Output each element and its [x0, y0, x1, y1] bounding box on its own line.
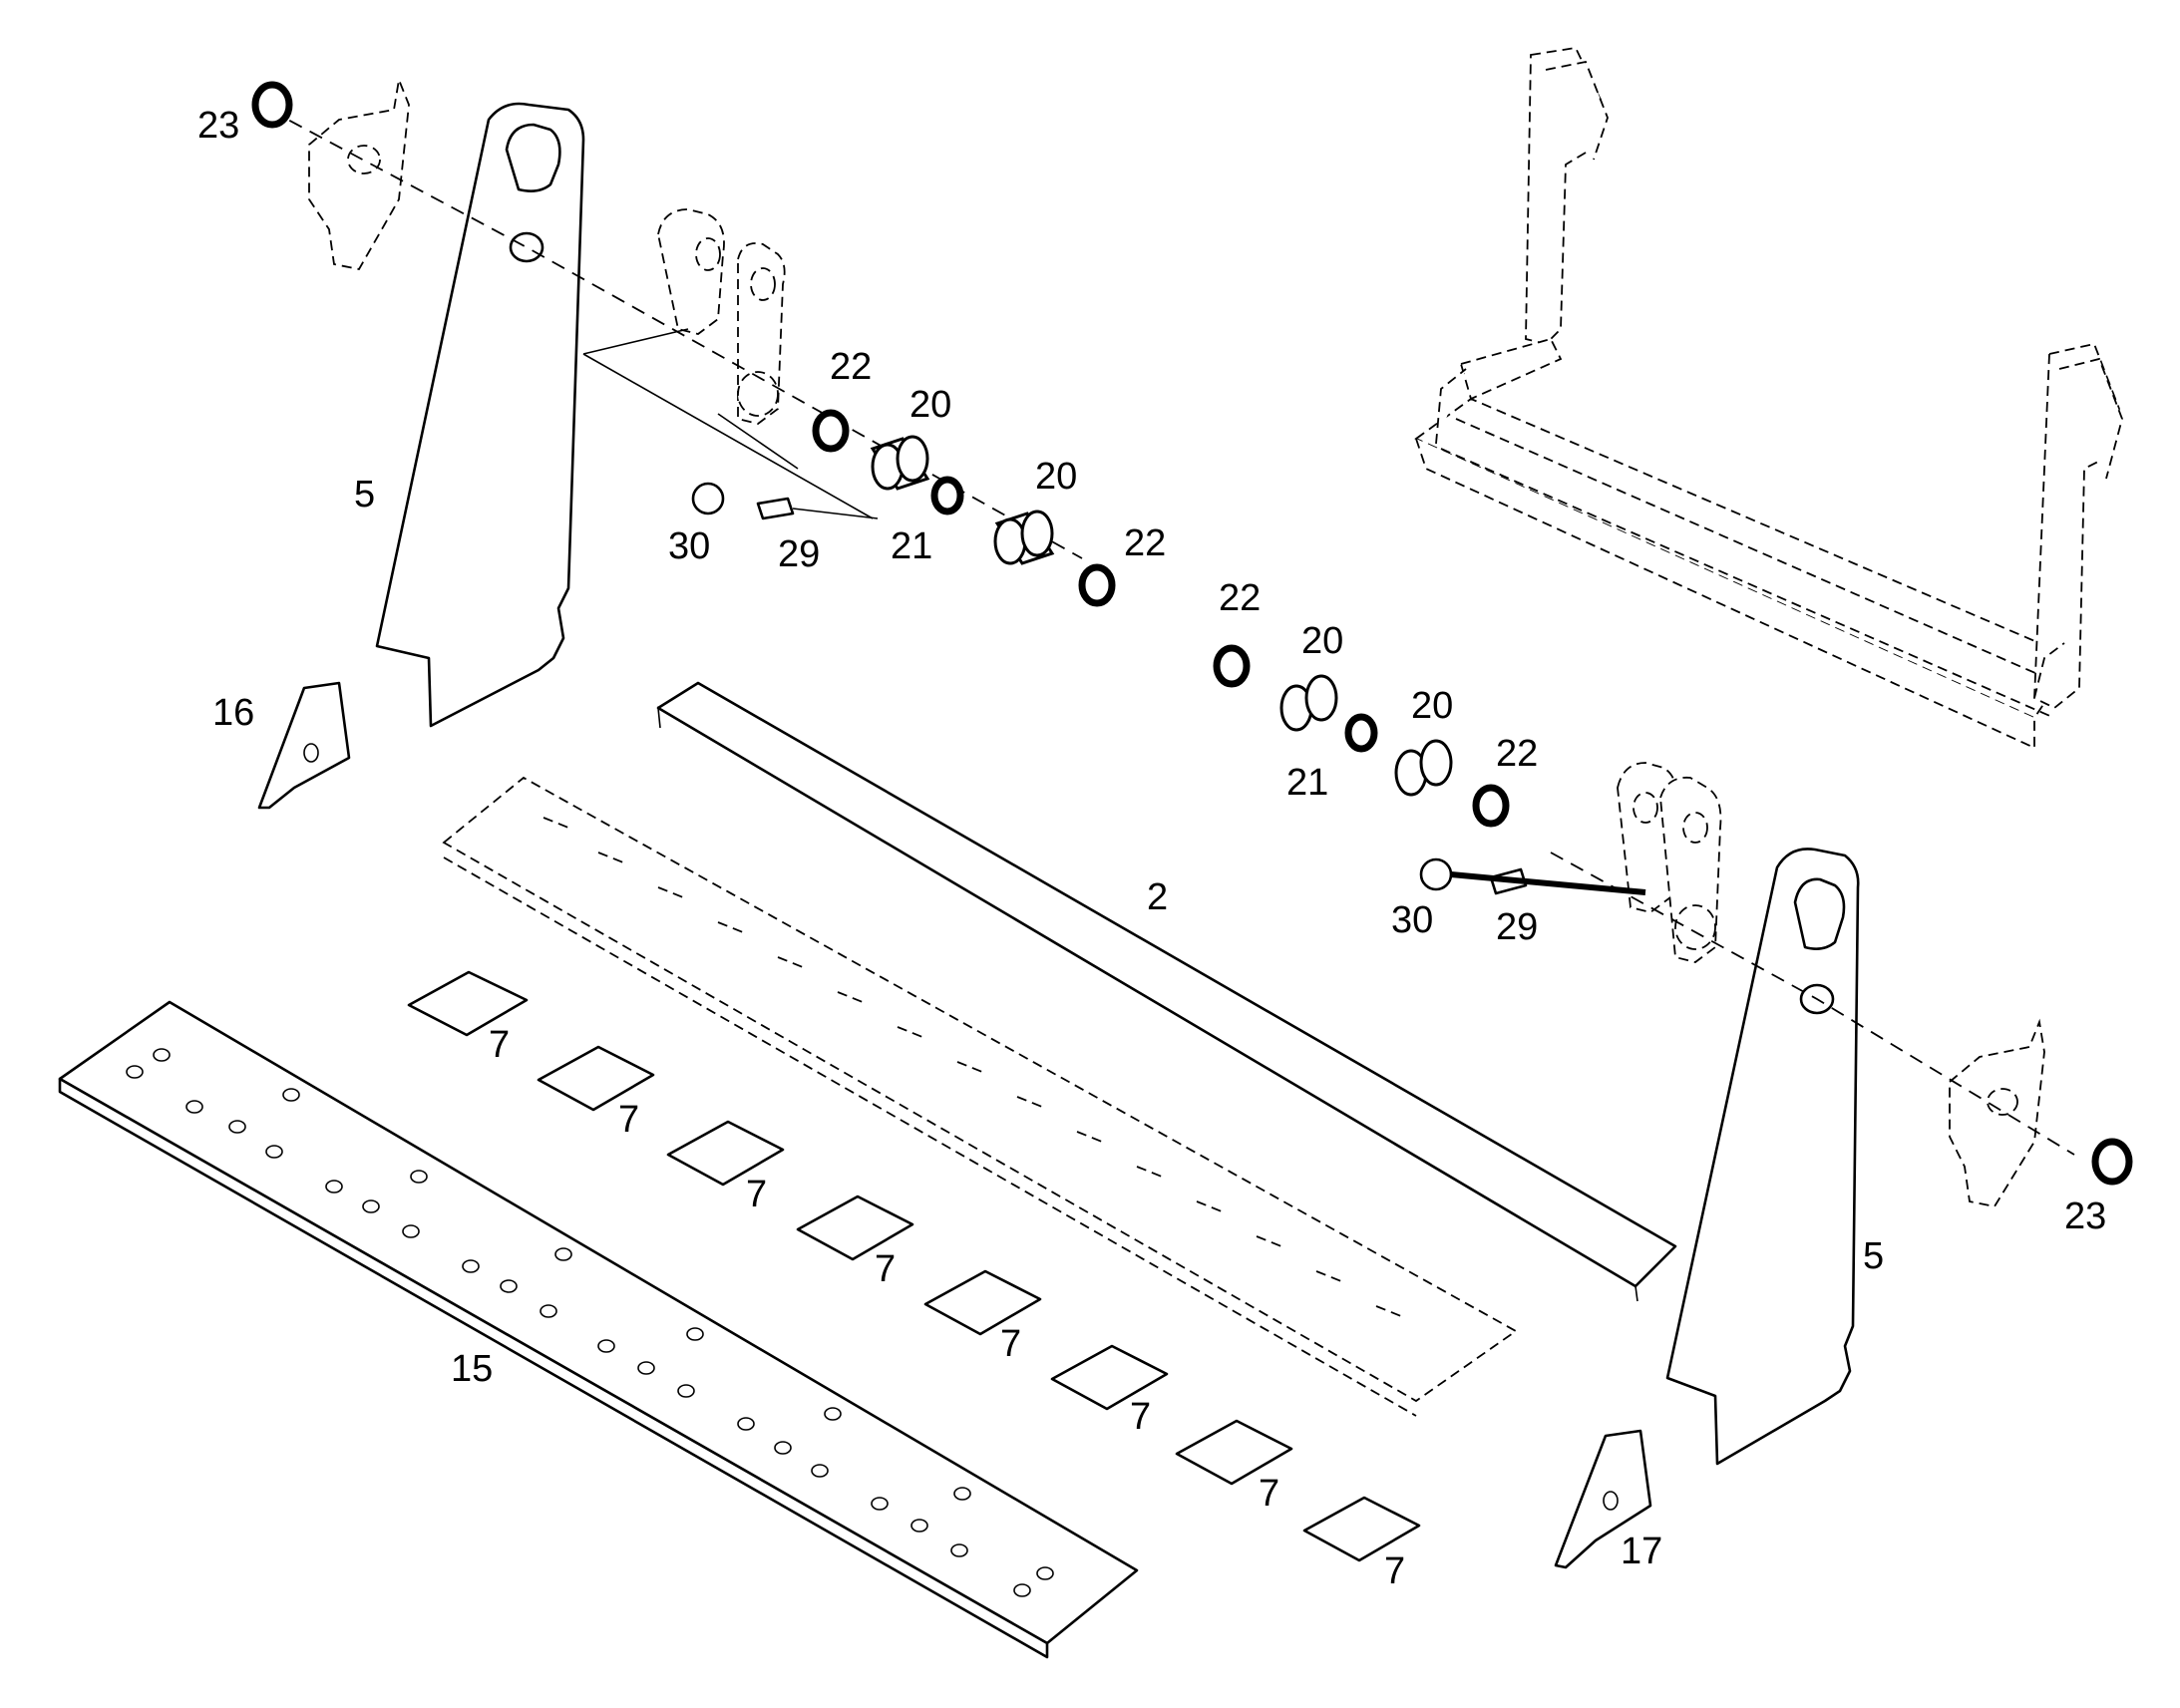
- side-plate-left: [375, 102, 585, 728]
- cross-bar-2: [656, 681, 1677, 1302]
- callout-7-h: 7: [1384, 1550, 1405, 1592]
- pin-parts-right: [1213, 644, 1646, 895]
- callout-labels: 23 5 22 20 30 29 21 20 22 16 22 20 20 21…: [197, 105, 2106, 1592]
- cutting-edge-15: [58, 1000, 1139, 1659]
- bracket-ghost-right: [1949, 1018, 2045, 1208]
- callout-23-right: 23: [2064, 1196, 2106, 1237]
- callout-22-d: 22: [1496, 733, 1538, 775]
- callout-30-left: 30: [668, 525, 710, 567]
- wear-pads-7: [407, 970, 1421, 1562]
- gusset-17: [1554, 1429, 1652, 1569]
- callout-7-d: 7: [875, 1248, 896, 1290]
- callout-15: 15: [451, 1348, 493, 1390]
- callout-17: 17: [1621, 1531, 1662, 1572]
- callout-21-right: 21: [1286, 762, 1328, 804]
- callout-20-d: 20: [1411, 685, 1453, 727]
- bracket-ghost-left: [308, 76, 410, 271]
- callout-20-b: 20: [1035, 456, 1077, 498]
- callout-16: 16: [212, 692, 254, 734]
- gusset-16: [257, 681, 351, 810]
- callout-2: 2: [1147, 876, 1168, 918]
- clevis-ghost-left: [657, 208, 786, 425]
- callout-22-c: 22: [1219, 577, 1261, 619]
- callout-7-f: 7: [1130, 1396, 1151, 1438]
- callout-30-right: 30: [1391, 899, 1433, 941]
- clevis-ghost-right: [1617, 762, 1722, 963]
- callout-21-left: 21: [891, 525, 932, 567]
- callout-22-b: 22: [1124, 522, 1166, 564]
- callout-29-left: 29: [778, 533, 820, 575]
- callout-5-left: 5: [354, 474, 375, 515]
- bucket-frame-ghost: [1414, 47, 2123, 750]
- bearing-rings-23: [251, 81, 2133, 1186]
- callout-23-left: 23: [197, 105, 239, 147]
- callout-22-a: 22: [830, 346, 872, 388]
- callout-7-c: 7: [746, 1174, 767, 1215]
- callout-7-e: 7: [1000, 1323, 1021, 1365]
- callout-7-b: 7: [618, 1099, 639, 1141]
- callout-20-a: 20: [909, 384, 951, 426]
- callout-7-g: 7: [1259, 1473, 1279, 1515]
- callout-5-right: 5: [1863, 1235, 1884, 1277]
- callout-7-a: 7: [489, 1024, 510, 1066]
- pin-parts-left: [691, 409, 1116, 607]
- callout-29-right: 29: [1496, 906, 1538, 948]
- callout-20-c: 20: [1301, 620, 1343, 662]
- base-plate-ghost: [442, 776, 1518, 1417]
